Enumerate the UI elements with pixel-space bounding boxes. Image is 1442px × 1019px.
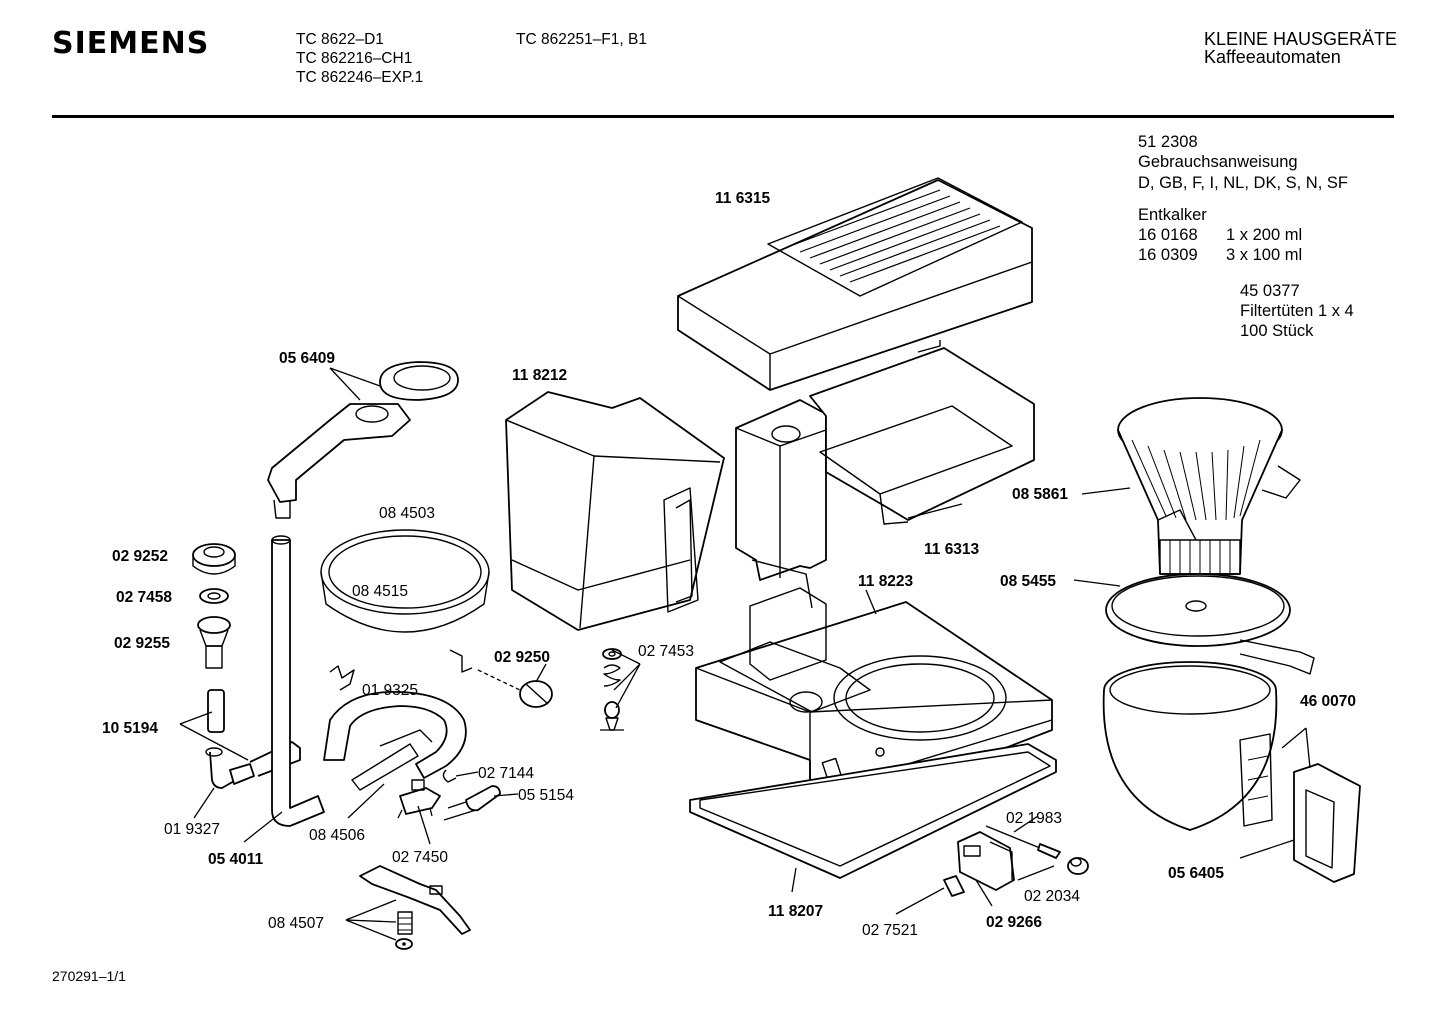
part-label: 46 0070: [1300, 693, 1356, 710]
category-subtitle: Kaffeeautomaten: [1204, 47, 1341, 67]
model-list-2: TC 862251–F1, B1: [516, 30, 647, 49]
part-label: 02 7450: [392, 849, 448, 866]
spring-clip-drawing: [329, 665, 355, 691]
part-label: 10 5194: [102, 720, 158, 737]
part-label: 02 7458: [116, 589, 172, 606]
filter-holder-drawing: [1117, 397, 1301, 575]
part-label: 02 9250: [494, 649, 550, 666]
accessory-filter-number: 45 0377: [1240, 282, 1300, 300]
part-label: 02 7453: [638, 643, 694, 660]
category-title: KLEINE HAUSGERÄTE: [1204, 29, 1398, 49]
fuse-drawing: [443, 785, 501, 821]
brand-logo: SIEMENS: [52, 26, 210, 61]
spout-parts-drawing: [267, 361, 459, 519]
accessory-filter-label: Filtertüten 1 x 4: [1240, 302, 1354, 320]
heating-element-drawing: [323, 691, 467, 791]
accessory-descaler-2-number: 16 0309: [1138, 246, 1198, 264]
leader-lines: [179, 367, 1311, 941]
part-label: 11 8212: [512, 367, 567, 384]
part-label: 08 4515: [352, 583, 408, 600]
part-label: 08 4506: [309, 827, 365, 844]
accessory-descaler-1-qty: 1 x 200 ml: [1226, 226, 1303, 244]
header-divider: [52, 115, 1394, 118]
part-label: 11 8223: [858, 573, 914, 590]
part-label: 11 6313: [924, 541, 980, 558]
check-valve-drawing: [600, 648, 624, 731]
part-label: 02 2034: [1024, 888, 1080, 905]
part-label: 08 4503: [379, 505, 435, 522]
model-number: TC 862251–F1, B1: [516, 31, 647, 48]
category-heading: KLEINE HAUSGERÄTE Kaffeeautomaten: [1204, 30, 1397, 66]
accessory-descaler-label: Entkalker: [1138, 206, 1207, 224]
tube-drawing: [271, 535, 325, 827]
part-label: 05 6405: [1168, 865, 1224, 882]
part-label: 11 8207: [768, 903, 823, 920]
water-tank-drawing: [505, 391, 725, 631]
part-label: 08 5455: [1000, 573, 1056, 590]
knob-drawing: [477, 669, 553, 708]
model-number: TC 8622–D1: [296, 31, 384, 48]
part-label: 05 5154: [518, 787, 574, 804]
switch-lever-drawing: [359, 865, 471, 950]
gasket-ring-drawing: [320, 529, 490, 673]
main-housing-drawing: [689, 347, 1057, 879]
model-number: TC 862216–CH1: [296, 50, 413, 67]
part-label: 08 5861: [1012, 486, 1068, 503]
thermostat-drawing: [397, 779, 441, 819]
document-number: 270291–1/1: [52, 968, 126, 984]
accessory-descaler-1-number: 16 0168: [1138, 226, 1198, 244]
accessory-manual-number: 51 2308: [1138, 133, 1198, 151]
part-label: 02 9266: [986, 914, 1042, 931]
accessory-filter-qty: 100 Stück: [1240, 322, 1314, 340]
valve-parts-drawing: [192, 543, 301, 789]
model-number: TC 862246–EXP.1: [296, 69, 424, 86]
part-label: 01 9327: [164, 821, 220, 838]
part-label: 02 9255: [114, 635, 170, 652]
part-label: 01 9325: [362, 682, 418, 699]
accessory-descaler-2-qty: 3 x 100 ml: [1226, 246, 1303, 264]
lid-cover-drawing: [677, 177, 1033, 391]
part-label: 02 9252: [112, 548, 168, 565]
part-label: 11 6315: [715, 190, 771, 207]
part-label: 02 1983: [1006, 810, 1062, 827]
model-list-1: TC 8622–D1 TC 862216–CH1 TC 862246–EXP.1: [296, 30, 423, 87]
part-label: 02 7144: [478, 765, 534, 782]
accessory-manual-languages: D, GB, F, I, NL, DK, S, N, SF: [1138, 174, 1348, 192]
part-label: 08 4507: [268, 915, 324, 932]
carafe-drawing: [1102, 661, 1278, 831]
clip-drawing: [442, 769, 457, 783]
accessory-manual-label: Gebrauchsanweisung: [1138, 153, 1298, 171]
part-label: 05 4011: [208, 851, 264, 868]
switch-drawing: [943, 825, 1089, 897]
handle-clip-drawing: [1293, 763, 1361, 883]
part-label: 05 6409: [279, 350, 335, 367]
part-label: 02 7521: [862, 922, 918, 939]
carafe-lid-drawing: [1105, 573, 1315, 675]
